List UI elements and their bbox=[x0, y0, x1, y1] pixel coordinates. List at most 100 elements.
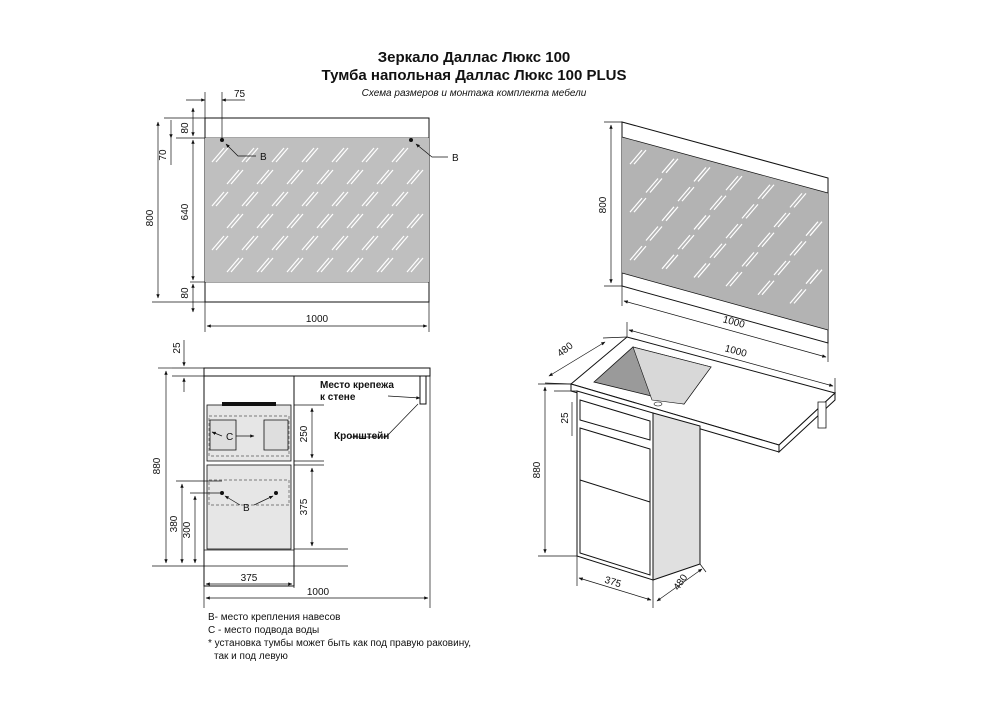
reflection-mark bbox=[745, 204, 759, 219]
reflection-mark bbox=[789, 192, 803, 208]
reflection-mark bbox=[633, 197, 647, 213]
reflection-mark bbox=[633, 245, 647, 261]
mark-c: C bbox=[226, 432, 233, 443]
reflection-mark bbox=[380, 213, 394, 229]
reflection-mark bbox=[681, 234, 695, 250]
reflection-mark bbox=[346, 169, 360, 185]
reflection-mark bbox=[661, 254, 675, 270]
mount-point-b-right bbox=[409, 138, 413, 142]
reflection-mark bbox=[316, 169, 330, 185]
reflection-mark bbox=[649, 226, 663, 241]
title-subtitle: Схема размеров и монтажа комплекта мебел… bbox=[362, 87, 587, 99]
mirror-glass bbox=[205, 138, 429, 282]
legend-line-3: * установка тумбы может быть как под пра… bbox=[208, 637, 471, 649]
dim-80-bottom: 80 bbox=[180, 287, 191, 299]
reflection-mark bbox=[713, 195, 727, 211]
reflection-mark bbox=[376, 213, 390, 229]
reflection-mark bbox=[629, 197, 643, 213]
reflection-mark bbox=[215, 235, 229, 251]
label-bracket: Кронштейн bbox=[334, 431, 389, 442]
reflection-mark bbox=[331, 147, 345, 163]
sink-bowl-edge bbox=[222, 402, 276, 406]
reflection-mark bbox=[256, 169, 270, 185]
reflection-mark bbox=[241, 235, 255, 251]
reflection-mark bbox=[693, 215, 707, 230]
reflection-mark bbox=[725, 271, 739, 287]
reflection-mark bbox=[757, 232, 771, 248]
dim-75: 75 bbox=[234, 89, 246, 100]
reflection-mark bbox=[320, 169, 334, 185]
reflection-mark bbox=[245, 147, 259, 163]
dim-cab-25: 25 bbox=[172, 342, 183, 354]
reflection-mark bbox=[301, 147, 315, 163]
reflection-mark bbox=[271, 147, 285, 163]
leader-mount bbox=[387, 395, 421, 400]
mount-point-b-cab-right bbox=[274, 491, 278, 495]
reflection-mark bbox=[395, 147, 409, 163]
reflection-mark bbox=[697, 167, 711, 182]
reflection-mark bbox=[761, 232, 775, 248]
reflection-mark bbox=[350, 169, 364, 185]
bottom-drawer bbox=[206, 464, 292, 550]
reflection-mark bbox=[809, 221, 823, 237]
reflection-mark bbox=[365, 191, 379, 207]
reflection-mark bbox=[286, 257, 300, 273]
reflection-mark bbox=[805, 221, 819, 237]
reflection-mark bbox=[361, 191, 375, 207]
reflection-mark bbox=[226, 257, 240, 273]
leader-b-cab-left bbox=[224, 495, 241, 506]
dim-3d-880: 880 bbox=[532, 461, 543, 478]
reflection-mark bbox=[346, 213, 360, 229]
reflection-mark bbox=[757, 280, 771, 296]
dim-cab-380: 380 bbox=[169, 515, 180, 532]
reflection-mark bbox=[226, 213, 240, 229]
dim-640: 640 bbox=[180, 203, 191, 220]
cabinet-side-3d bbox=[652, 412, 701, 581]
reflection-mark bbox=[230, 213, 244, 229]
reflection-mark bbox=[245, 235, 259, 251]
reflection-mark bbox=[395, 191, 409, 207]
reflection-mark bbox=[773, 260, 787, 276]
mark-b-left: B bbox=[260, 152, 267, 163]
reflection-mark bbox=[361, 147, 375, 163]
reflection-mark bbox=[406, 257, 420, 273]
dim-cab-1000: 1000 bbox=[307, 587, 330, 598]
legend: B- место крепления навесов C - место под… bbox=[208, 612, 471, 662]
reflection-mark bbox=[286, 169, 300, 185]
title-block: Зеркало Даллас Люкс 100 Тумба напольная … bbox=[321, 49, 626, 99]
reflection-mark bbox=[241, 191, 255, 207]
reflection-mark bbox=[649, 178, 663, 193]
reflection-mark bbox=[633, 149, 647, 165]
ext-3d-480-bottom bbox=[699, 563, 707, 573]
reflection-mark bbox=[391, 235, 405, 251]
reflection-mark bbox=[215, 147, 229, 163]
leader-b-cab-right bbox=[253, 495, 274, 506]
reflection-mark bbox=[365, 235, 379, 251]
reflection-mark bbox=[709, 195, 723, 211]
siphon-cutout-right bbox=[263, 419, 289, 451]
dim-3d-cab-1000-line bbox=[628, 329, 834, 387]
water-zone-outline bbox=[208, 415, 290, 457]
reflection-mark bbox=[629, 149, 643, 165]
wall-bracket-3d bbox=[817, 401, 827, 429]
dim-3d-375: 375 bbox=[603, 575, 623, 591]
reflection-mark bbox=[777, 212, 791, 228]
reflection-mark bbox=[406, 213, 420, 229]
reflection-mark bbox=[395, 235, 409, 251]
legend-line-4: так и под левую bbox=[214, 651, 288, 662]
reflection-mark bbox=[331, 191, 345, 207]
reflection-mark bbox=[809, 269, 823, 285]
reflection-mark bbox=[709, 243, 723, 259]
reflection-mark bbox=[777, 260, 791, 276]
reflection-mark bbox=[741, 204, 755, 219]
dim-3d-25: 25 bbox=[560, 412, 571, 424]
dim-3d-480-top-line bbox=[548, 341, 606, 377]
reflection-mark bbox=[693, 263, 707, 278]
title-line-2: Тумба напольная Даллас Люкс 100 PLUS bbox=[321, 67, 626, 84]
reflection-mark bbox=[230, 169, 244, 185]
reflection-mark bbox=[693, 167, 707, 182]
reflection-mark bbox=[335, 147, 349, 163]
reflection-mark bbox=[805, 269, 819, 285]
reflection-mark bbox=[290, 257, 304, 273]
reflection-mark bbox=[729, 271, 743, 287]
